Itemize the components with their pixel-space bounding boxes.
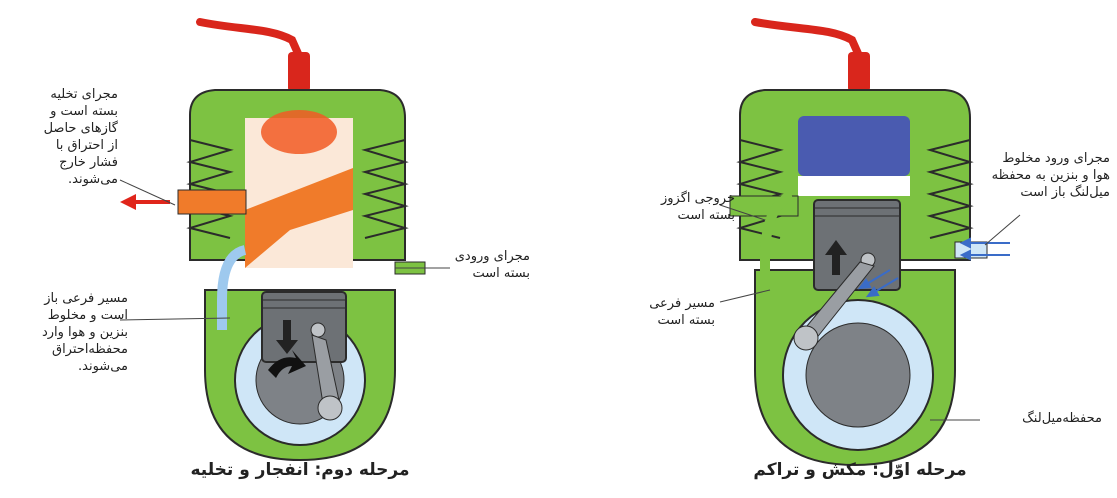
bypass-label: مسیر فرعی باز است و مخلوط بنزین و هوا وا… xyxy=(10,290,128,375)
intake-port-label: مجرای ورودی بسته است xyxy=(420,248,530,282)
compressed-charge xyxy=(798,116,910,176)
spark-plug-wire xyxy=(200,22,300,58)
stage2-panel: مجرای تخلیه بسته است و گازهای حاصل از اح… xyxy=(0,0,560,498)
spark-plug-cap xyxy=(848,52,870,92)
exhaust-port-label: مجرای تخلیه بسته است و گازهای حاصل از اح… xyxy=(10,86,118,188)
intake-port-label: مجرای ورود مخلوط هوا و بنزین به محفظه می… xyxy=(950,150,1110,201)
spark-plug-wire xyxy=(755,22,860,58)
stage1-caption: مرحله اوّل: مکش و تراکم xyxy=(690,460,1030,480)
exhaust-port xyxy=(178,190,246,214)
piston xyxy=(262,292,346,362)
spark-plug-cap xyxy=(288,52,310,92)
leader-intake xyxy=(985,215,1020,245)
stage2-caption: مرحله دوم: انفجار و تخلیه xyxy=(130,460,470,480)
bypass-label: مسیر فرعی بسته است xyxy=(605,295,715,329)
crankcase-label: محفظه‌میل‌لنگ xyxy=(982,410,1102,427)
exhaust-outlet-label: خروجی اگزوز بسته است xyxy=(605,190,735,224)
stage1-panel: خروجی اگزوز بسته است مجرای ورود مخلوط هو… xyxy=(560,0,1117,498)
crank-wheel xyxy=(806,323,910,427)
combustion-flame xyxy=(261,110,337,154)
